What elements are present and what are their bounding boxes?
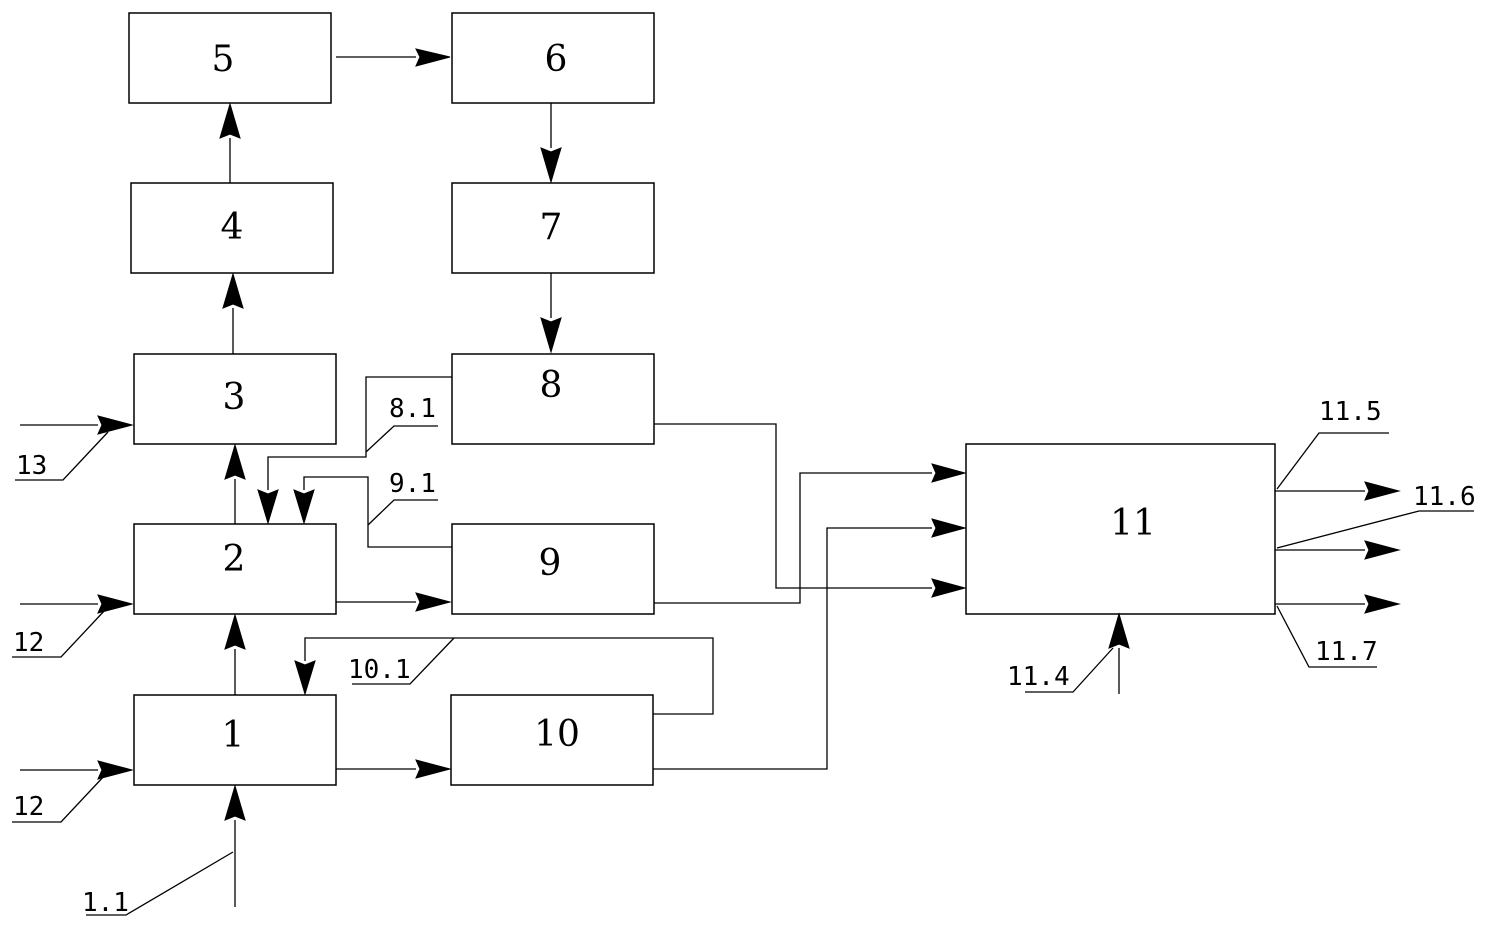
arrow-3-to-4 (222, 272, 244, 354)
callout-11-6: 11.6 (1276, 482, 1476, 549)
arrow-input-11-4 (1108, 612, 1130, 694)
feedback-10-to-1 (294, 637, 714, 715)
block-7-label: 7 (540, 207, 563, 248)
line-8-to-11 (654, 423, 967, 598)
callout-11-5: 11.5 (1276, 397, 1389, 490)
callout-12-lower-label: 12 (13, 792, 44, 822)
callout-12-upper: 12 (12, 608, 107, 658)
callout-12-upper-label: 12 (13, 628, 44, 658)
block-11-label: 11 (1110, 503, 1156, 544)
block-5-label: 5 (212, 39, 235, 80)
output-11-6 (1275, 540, 1401, 560)
arrow-2-to-9 (336, 592, 452, 612)
block-4: 4 (130, 182, 334, 274)
arrow-1-to-2 (224, 613, 246, 695)
block-6: 6 (451, 12, 655, 104)
callout-11-4: 11.4 (1007, 647, 1114, 693)
callout-13-label: 13 (16, 451, 47, 481)
callout-11-4-label: 11.4 (1007, 662, 1070, 692)
block-4-label: 4 (221, 207, 244, 248)
arrow-2-to-3 (224, 443, 246, 524)
callout-12-lower: 12 (12, 773, 107, 823)
callout-13: 13 (15, 431, 109, 481)
block-8: 8 (451, 353, 655, 445)
block-1: 1 (133, 694, 337, 786)
arrow-13-to-3 (20, 415, 134, 435)
block-2: 2 (133, 523, 337, 615)
callout-1-1-label: 1.1 (82, 888, 129, 918)
feedback-9-to-2 (293, 476, 452, 548)
arrow-1-to-10 (336, 759, 452, 779)
callout-10-1: 10.1 (348, 637, 455, 685)
block-9-label: 9 (539, 543, 562, 584)
arrow-4-to-5 (219, 102, 241, 183)
callout-9-1-label: 9.1 (389, 469, 436, 499)
callout-9-1: 9.1 (367, 469, 438, 526)
arrow-6-to-7 (540, 103, 562, 184)
callout-10-1-label: 10.1 (348, 655, 411, 685)
line-9-to-11 (654, 463, 967, 604)
block-6-label: 6 (545, 39, 568, 80)
arrow-12-to-1 (20, 760, 134, 780)
feedback-8-to-2 (257, 376, 452, 525)
block-10: 10 (450, 694, 654, 786)
callout-8-1: 8.1 (365, 394, 438, 453)
output-11-7 (1275, 594, 1401, 614)
arrow-input-1-1 (224, 784, 246, 907)
block-11: 11 (965, 443, 1276, 615)
block-2-label: 2 (223, 539, 246, 580)
callout-8-1-label: 8.1 (389, 394, 436, 424)
block-10-label: 10 (534, 714, 580, 755)
block-7: 7 (451, 182, 655, 274)
block-1-label: 1 (222, 715, 245, 756)
arrow-12-to-2 (20, 594, 134, 614)
callout-1-1: 1.1 (82, 851, 234, 918)
block-9: 9 (451, 523, 655, 615)
callout-11-7: 11.7 (1276, 605, 1378, 668)
arrow-5-to-6 (336, 48, 451, 67)
callout-11-7-label: 11.7 (1315, 637, 1378, 667)
arrow-7-to-8 (540, 273, 562, 354)
block-3: 3 (133, 353, 337, 445)
line-10-to-11 (653, 518, 967, 770)
block-3-label: 3 (223, 377, 246, 418)
block-5: 5 (128, 12, 332, 104)
callout-11-6-label: 11.6 (1413, 482, 1476, 512)
output-11-5 (1275, 481, 1401, 501)
callout-11-5-label: 11.5 (1319, 397, 1382, 427)
block-8-label: 8 (540, 365, 563, 406)
